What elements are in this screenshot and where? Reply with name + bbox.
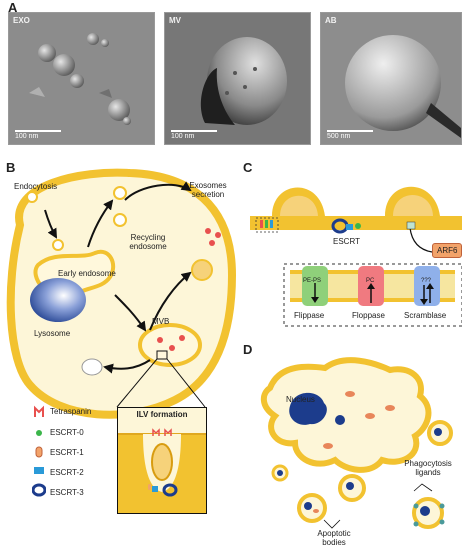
label-mvb: MVB <box>152 317 170 326</box>
escrt-0-icon <box>36 430 42 436</box>
arf6-badge: ARF6 <box>432 243 463 258</box>
nucleus <box>289 392 327 425</box>
em-image-mv: MV 100 nm <box>164 12 311 145</box>
label-floppase: Floppase <box>352 311 385 320</box>
label-apoptotic-bodies: Apoptotic bodies <box>317 529 351 547</box>
ab-micrograph <box>321 13 461 144</box>
panel-c-diagram <box>250 186 462 327</box>
label-exosomes-secretion: Exosomes secretion <box>189 181 227 199</box>
panel-b-diagram <box>6 168 237 419</box>
legend-label-escrt-1: ESCRT-1 <box>50 448 84 457</box>
lysosome <box>30 278 86 322</box>
apoptotic-body <box>297 493 327 523</box>
scale-bar-exo: 100 nm <box>15 130 61 140</box>
scramblase-inner-label: ??? <box>421 278 432 284</box>
label-escrt: ESCRT <box>333 237 360 246</box>
panel-c-letter: C <box>243 160 253 175</box>
mv-micrograph <box>165 13 310 144</box>
label-early-endosome: Early endosome <box>58 269 116 278</box>
label-ilv-formation: ILV formation <box>136 410 188 419</box>
scale-bar-ab: 500 nm <box>327 130 373 140</box>
panel-b-letter: B <box>6 160 16 175</box>
label-lysosome: Lysosome <box>34 329 71 338</box>
legend-label-escrt-0: ESCRT-0 <box>50 428 84 437</box>
label-nucleus: Nucleus <box>286 395 315 404</box>
flippase-inner-label: PE-PS <box>303 278 322 284</box>
ilv-formation-inset: ILV formation <box>117 407 207 514</box>
legend-label-escrt-2: ESCRT-2 <box>50 468 84 477</box>
em-image-exo: EXO 100 nm <box>8 12 155 145</box>
label-phagocytosis-ligands: Phagocytosis ligands <box>404 459 452 477</box>
panel-d-letter: D <box>243 342 253 357</box>
scramblase-shape <box>414 266 440 306</box>
apoptotic-cell <box>260 357 432 473</box>
em-tag-exo: EXO <box>13 16 30 25</box>
em-image-ab: AB 500 nm <box>320 12 462 145</box>
tetraspanin-icon <box>34 405 44 417</box>
scale-bar-mv: 100 nm <box>171 130 217 140</box>
ilv-diagram <box>118 428 206 513</box>
exo-micrograph <box>9 13 154 144</box>
panel-d-diagram <box>260 357 453 529</box>
em-tag-ab: AB <box>325 16 337 25</box>
legend-icons <box>32 405 46 497</box>
panel-a-letter: A <box>8 0 18 15</box>
escrt-1-icon <box>35 446 43 458</box>
escrt-2-icon <box>34 467 44 474</box>
label-scramblase: Scramblase <box>404 311 447 320</box>
escrt-3-icon <box>32 483 46 497</box>
legend-label-escrt-3: ESCRT-3 <box>50 488 84 497</box>
floppase-inner-label: PC <box>366 278 375 284</box>
mvb <box>138 323 202 367</box>
label-recycling-endosome: Recycling endosome <box>129 233 167 251</box>
label-endocytosis: Endocytosis <box>14 182 58 191</box>
legend-label-tetraspanin: Tetraspanin <box>50 407 92 416</box>
label-flippase: Flippase <box>294 311 325 320</box>
em-tag-mv: MV <box>169 16 181 25</box>
